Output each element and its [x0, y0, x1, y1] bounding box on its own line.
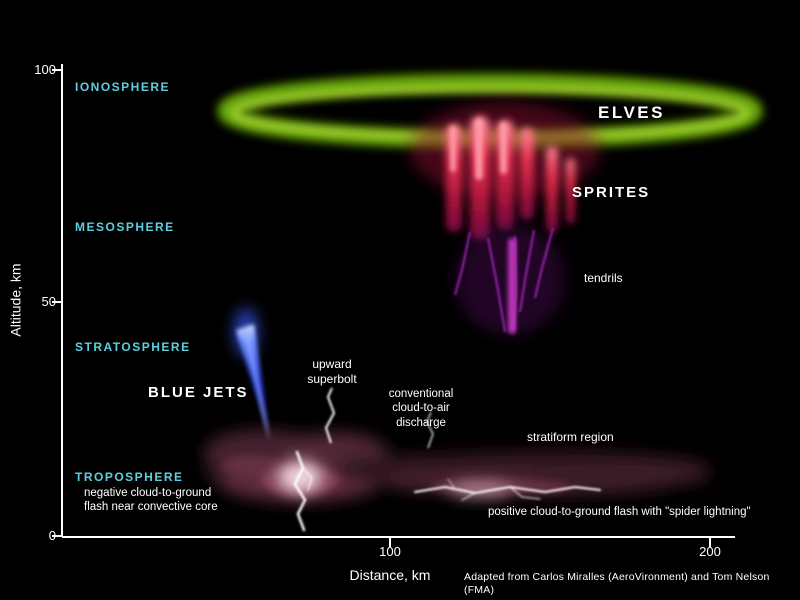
layer-label-ionosphere: IONOSPHERE [75, 80, 171, 94]
y-tick-50: 50 [41, 294, 56, 309]
label-upward-superbolt: upward superbolt [307, 357, 357, 386]
label-blue-jets: BLUE JETS [148, 384, 249, 401]
label-tendrils: tendrils [584, 271, 623, 285]
layer-label-stratosphere: STRATOSPHERE [75, 340, 191, 354]
x-tick-100: 100 [379, 544, 401, 559]
tendrils-graphic [454, 225, 565, 335]
x-axis-title: Distance, km [349, 567, 431, 583]
label-elves: ELVES [598, 103, 665, 122]
layer-label-mesosphere: MESOSPHERE [75, 220, 175, 234]
lightning-graphic [278, 387, 601, 532]
label-sprites: SPRITES [572, 184, 651, 201]
label-cloud-to-air-discharge: conventional cloud-to-air discharge [388, 388, 454, 429]
sprites-graphic [410, 102, 600, 240]
label-positive-cg-flash: positive cloud-to-ground flash with "spi… [488, 506, 751, 518]
axes-graphic [52, 64, 735, 547]
x-tick-200: 200 [699, 544, 721, 559]
label-negative-cg-flash: negative cloud-to-ground flash near conv… [84, 487, 218, 514]
y-tick-100: 100 [34, 62, 56, 77]
label-stratiform-region: stratiform region [527, 430, 614, 444]
layer-label-troposphere: TROPOSPHERE [75, 470, 184, 484]
credit-text: Adapted from Carlos Miralles (AeroVironm… [464, 571, 770, 597]
blue-jet-graphic [235, 308, 271, 444]
y-tick-0: 0 [48, 528, 56, 543]
